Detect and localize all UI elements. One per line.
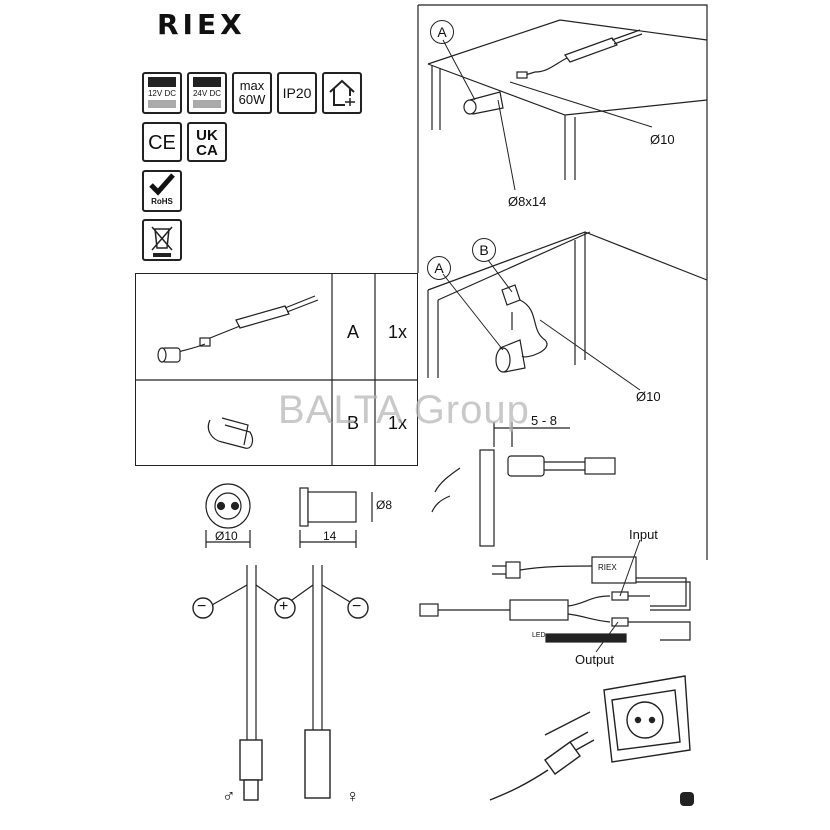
rohs-label: RoHS [151,197,173,206]
callout-a-top: A [430,20,454,44]
hole-10-mid: Ø10 [636,389,661,404]
ip-rating-label: IP20 [282,85,312,101]
length-14: 14 [323,529,337,543]
rohs-icon: RoHS [142,170,182,212]
item-b-quantity: 1x [388,413,408,433]
brand-logo: RIEX [157,8,246,41]
minus-right: − [352,598,362,615]
voltage-24v-label: 24V DC [192,89,221,98]
max-power-badge: max 60W [232,72,272,114]
ce-mark-icon: CE [142,122,182,162]
input-label: Input [629,527,658,542]
minus-left: − [197,598,207,615]
max-power-label: max [239,78,265,93]
callout-a-top-label: A [437,24,447,40]
max-power-value: 60W [238,92,266,107]
watermark: BALTA Group [278,388,530,432]
depth-dimension: 5 - 8 [531,413,558,428]
diameter-10: Ø10 [215,529,238,543]
ce-mark-label: CE [148,132,176,154]
hole-8x14: Ø8x14 [508,194,547,209]
weee-bin-icon [142,219,182,261]
led-label: LED [532,632,546,639]
female-connector-symbol: ♀ [346,786,360,806]
item-b-label: B [347,413,360,433]
plus-middle: + [279,598,289,615]
ukca-mark-icon: UK CA [187,122,227,162]
callout-a-mid-label: A [434,260,444,276]
ukca-top-label: UK [196,127,218,144]
voltage-12v-label: 12V DC [147,89,176,98]
parts-table [135,273,418,466]
diameter-8: Ø8 [376,498,393,512]
driver-brand-label: RIEX [598,563,617,572]
voltage-12v-icon: 12V DC [142,72,182,114]
indoor-house-icon [322,72,362,114]
male-connector-symbol: ♂ [222,786,236,806]
ip-rating-badge: IP20 [277,72,317,114]
item-a-quantity: 1x [388,322,408,342]
hole-10-top: Ø10 [650,132,675,147]
voltage-24v-icon: 24V DC [187,72,227,114]
callout-b: B [472,238,496,262]
ukca-bottom-label: CA [196,142,218,159]
callout-b-label: B [479,242,489,258]
item-a-label: A [347,322,360,342]
callout-a-mid: A [427,256,451,280]
output-label: Output [575,652,615,667]
